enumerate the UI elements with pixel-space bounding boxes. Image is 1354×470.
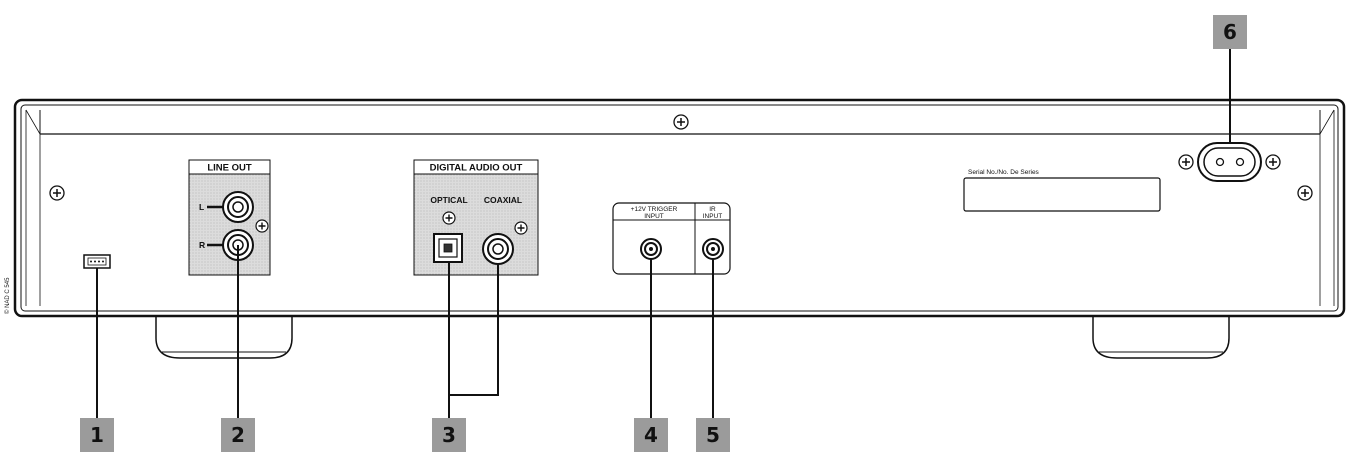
screw-right [1297,185,1313,201]
line-out-right-label: R [199,240,205,250]
callout-5: 5 [696,418,730,452]
callout-2: 2 [221,418,255,452]
digital-audio-out-panel: DIGITAL AUDIO OUT OPTICAL COAXIAL [413,159,539,276]
line-out-panel: LINE OUT L R [188,159,271,276]
callout-3: 3 [432,418,466,452]
screw-top [673,114,689,130]
ir-label-line1: IR [709,206,716,213]
svg-text:6: 6 [1223,20,1237,44]
credit-text: © NAD C 545 [4,277,11,314]
callout-1: 1 [80,418,114,452]
svg-text:3: 3 [442,423,456,447]
trigger-label-line2: INPUT [644,213,664,220]
line-out-title: LINE OUT [207,163,252,174]
port-1-connector [83,254,111,269]
screw-left [49,185,65,201]
left-foot [155,313,293,359]
serial-panel: Serial No./No. De Series [963,169,1161,212]
ac-power-inlet [1178,142,1281,182]
svg-text:1: 1 [90,423,104,447]
trigger-ir-panel: +12V TRIGGER INPUT IR INPUT [612,202,731,275]
svg-text:2: 2 [231,423,245,447]
svg-text:5: 5 [706,423,720,447]
svg-text:4: 4 [644,423,658,447]
right-foot [1092,313,1230,359]
coaxial-label: COAXIAL [484,195,522,205]
callout-leaders [96,44,1231,418]
line-out-left-label: L [199,202,204,212]
optical-label: OPTICAL [430,195,467,205]
callout-4: 4 [634,418,668,452]
ir-label-line2: INPUT [703,213,723,220]
trigger-label-line1: +12V TRIGGER [631,206,678,213]
digital-audio-out-title: DIGITAL AUDIO OUT [430,163,523,174]
callout-6: 6 [1213,15,1247,49]
serial-label: Serial No./No. De Series [968,169,1040,176]
